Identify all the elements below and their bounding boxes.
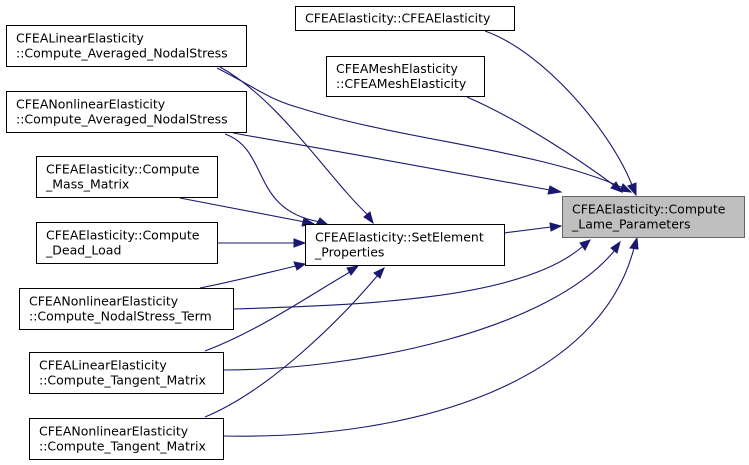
node-linear-tangent[interactable]: CFEALinearElasticity::Compute_Tangent_Ma… [29, 352, 224, 394]
node-label-line: CFEAElasticity::Compute [46, 162, 200, 177]
node-label-line: ::Compute_NodalStress_Term [29, 309, 212, 324]
node-box [6, 91, 247, 133]
edge-mesh_ctor-to-lame [466, 96, 624, 193]
nodes-layer: CFEAElasticity::CFEAElasticityCFEAMeshEl… [6, 6, 745, 460]
node-label-line: CFEAMeshElasticity [336, 61, 458, 76]
node-label-line: _Properties [314, 245, 384, 260]
node-box [326, 56, 485, 97]
arrowhead [610, 181, 624, 193]
node-label-line: ::Compute_Averaged_NodalStress [16, 112, 228, 127]
node-box [29, 352, 224, 394]
edge-nonlinear_tangent-to-lame [222, 236, 639, 437]
node-label-line: CFEAElasticity::Compute [572, 202, 726, 217]
edge-line [503, 226, 552, 234]
node-linear-avg[interactable]: CFEALinearElasticity::Compute_Averaged_N… [6, 25, 247, 67]
node-label-line: ::Compute_Tangent_Matrix [39, 373, 206, 388]
edge-nonlinear_avg-to-setelem [224, 133, 330, 226]
node-nonlinear-avg[interactable]: CFEANonlinearElasticity::Compute_Average… [6, 91, 247, 133]
edge-linear_avg-to-setelem [219, 66, 374, 225]
edge-line [179, 197, 306, 223]
arrowhead [315, 217, 330, 226]
node-box [305, 224, 505, 266]
arrowhead [629, 236, 639, 250]
node-box [19, 288, 234, 330]
edge-line [224, 133, 321, 223]
node-dead[interactable]: CFEAElasticity::Compute_Dead_Load [36, 222, 218, 264]
edge-linear_tangent-to-setelem [204, 265, 360, 352]
edge-linear_avg-to-lame [216, 67, 633, 193]
arrowhead [579, 239, 591, 251]
edge-nonlinear_avg-to-lame [232, 132, 563, 195]
node-label-line: ::CFEAMeshElasticity [336, 76, 467, 91]
arrowhead [363, 211, 374, 225]
node-label-line: CFEAElasticity::CFEAElasticity [305, 11, 491, 26]
node-label-line: CFEAElasticity::SetElement [315, 230, 484, 245]
edge-line [199, 265, 297, 289]
edge-dead-to-setelem [217, 238, 307, 248]
edge-nodal_term-to-lame [232, 239, 591, 310]
node-label-line: CFEALinearElasticity [16, 31, 144, 46]
node-box [36, 156, 218, 198]
node-box [562, 196, 745, 238]
arrowhead [293, 238, 307, 248]
edge-line [232, 246, 583, 310]
node-box [36, 222, 218, 264]
node-mesh-ctor[interactable]: CFEAMeshElasticity::CFEAMeshElasticity [326, 56, 485, 97]
edge-line [204, 274, 379, 418]
node-label-line: CFEALinearElasticity [39, 358, 167, 373]
node-label-line: CFEANonlinearElasticity [16, 97, 166, 112]
edge-line [219, 66, 369, 216]
edges-layer [179, 30, 639, 437]
edge-nodal_term-to-setelem [199, 261, 307, 289]
arrowhead [619, 183, 633, 193]
arrowhead [627, 182, 637, 197]
edge-line [204, 271, 351, 352]
arrowhead [549, 222, 563, 232]
node-label-line: _Mass_Matrix [45, 177, 129, 192]
edge-line [222, 249, 616, 371]
edge-ctor-to-lame [484, 30, 637, 197]
edge-line [232, 132, 551, 191]
node-label-line: _Dead_Load [45, 243, 121, 258]
arrowhead [610, 240, 621, 254]
node-setelem[interactable]: CFEAElasticity::SetElement_Properties [305, 224, 505, 266]
node-nonlinear-tangent[interactable]: CFEANonlinearElasticity::Compute_Tangent… [29, 418, 224, 460]
node-box [295, 6, 515, 31]
node-label-line: CFEANonlinearElasticity [39, 424, 189, 439]
node-label-line: _Lame_Parameters [571, 217, 691, 232]
edge-mass-to-setelem [179, 197, 316, 227]
edge-line [484, 30, 633, 186]
edge-line [466, 96, 616, 187]
node-label-line: ::Compute_Averaged_NodalStress [16, 46, 228, 61]
arrowhead [293, 261, 307, 271]
edge-linear_tangent-to-lame [222, 240, 621, 371]
arrowhead [373, 266, 385, 279]
node-mass[interactable]: CFEAElasticity::Compute_Mass_Matrix [36, 156, 218, 198]
edge-line [216, 67, 624, 189]
edge-nonlinear_tangent-to-setelem [204, 266, 385, 418]
node-ctor[interactable]: CFEAElasticity::CFEAElasticity [295, 6, 515, 31]
arrowhead [346, 265, 360, 276]
node-label-line: CFEAElasticity::Compute [46, 228, 200, 243]
edge-setelem-to-lame [503, 222, 563, 234]
arrowhead [547, 185, 563, 195]
node-lame[interactable]: CFEAElasticity::Compute_Lame_Parameters [562, 196, 745, 238]
edge-line [222, 247, 635, 437]
node-label-line: ::Compute_Tangent_Matrix [39, 439, 206, 454]
node-box [29, 418, 224, 460]
node-label-line: CFEANonlinearElasticity [29, 294, 179, 309]
node-box [6, 25, 247, 67]
node-nodal-term[interactable]: CFEANonlinearElasticity::Compute_NodalSt… [19, 288, 234, 330]
